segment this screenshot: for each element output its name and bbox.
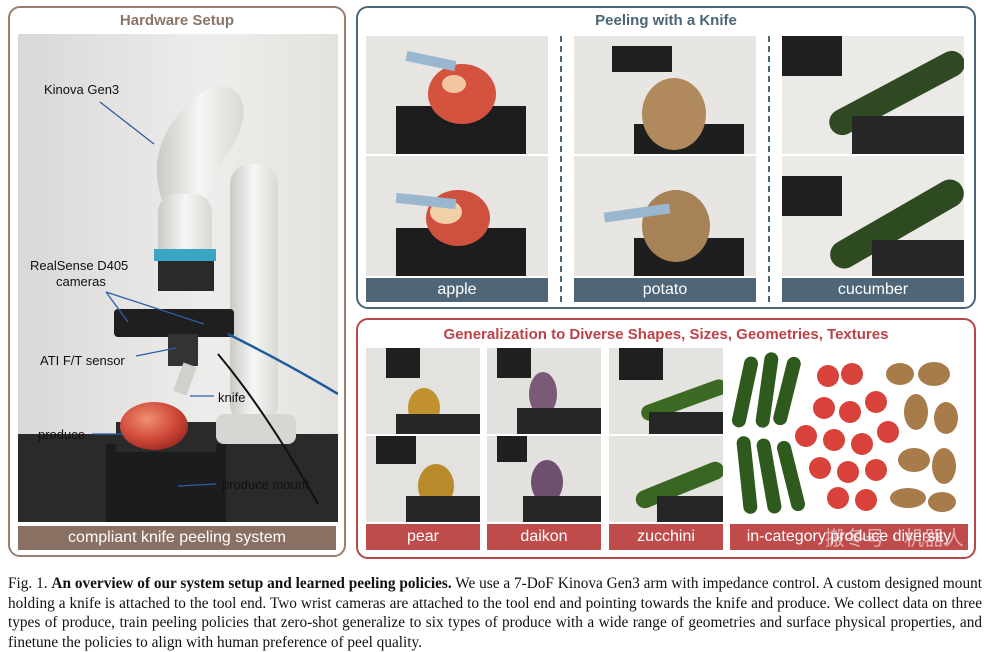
apple-frame-bottom	[366, 156, 548, 276]
potato-illustration-bottom	[574, 156, 756, 276]
label-produce: produce	[38, 427, 85, 442]
hardware-caption: compliant knife peeling system	[18, 526, 336, 550]
cucumber-illustration-bottom	[782, 156, 964, 276]
zucchini-caption: zucchini	[609, 524, 723, 550]
pear-illustration-bottom	[366, 436, 480, 522]
potato-caption: potato	[574, 278, 756, 302]
figure-caption-body: We use a 7-DoF Kinova Gen3 arm with impe…	[8, 575, 982, 651]
pear-caption: pear	[366, 524, 480, 550]
cucumber-illustration-top	[782, 36, 964, 154]
potato-frame-bottom	[574, 156, 756, 276]
produce-diversity-photo	[730, 348, 968, 522]
watermark: 搬冬号 · 机器人	[824, 526, 964, 550]
hardware-illustration	[18, 34, 338, 522]
hardware-photo	[18, 34, 338, 522]
cucumber-frame-top	[782, 36, 964, 154]
peeling-title: Peeling with a Knife	[595, 12, 737, 29]
label-cameras-line2: cameras	[56, 274, 106, 289]
cucumber-caption: cucumber	[782, 278, 964, 302]
daikon-illustration-bottom	[487, 436, 601, 522]
label-sensor: ATI F/T sensor	[40, 353, 125, 368]
cucumber-frame-bottom	[782, 156, 964, 276]
pear-illustration-top	[366, 348, 480, 434]
potato-frame-top	[574, 36, 756, 154]
apple-caption: apple	[366, 278, 548, 302]
figure-caption-prefix: Fig. 1.	[8, 575, 48, 592]
potato-illustration-top	[574, 36, 756, 154]
zucchini-illustration-bottom	[609, 436, 723, 522]
apple-illustration-bottom	[366, 156, 548, 276]
label-arm: Kinova Gen3	[44, 82, 120, 97]
label-mount: produce mount	[222, 477, 309, 492]
daikon-illustration-top	[487, 348, 601, 434]
label-knife: knife	[218, 390, 246, 405]
apple-frame-top	[366, 36, 548, 154]
generalization-title: Generalization to Diverse Shapes, Sizes,…	[443, 326, 889, 343]
peeling-separator-2	[768, 36, 770, 302]
produce-diversity-caption: in-category produce diversity	[730, 524, 968, 550]
peeling-separator-1	[560, 36, 562, 302]
daikon-frame-top	[487, 348, 601, 434]
hardware-setup-title: Hardware Setup	[119, 12, 235, 29]
daikon-frame-bottom	[487, 436, 601, 522]
figure-caption-bold: An overview of our system setup and lear…	[51, 575, 452, 592]
daikon-caption: daikon	[487, 524, 601, 550]
zucchini-frame-top	[609, 348, 723, 434]
pear-frame-top	[366, 348, 480, 434]
produce-diversity-illustration	[730, 348, 968, 522]
zucchini-illustration-top	[609, 348, 723, 434]
label-cameras-line1: RealSense D405	[30, 258, 129, 273]
pear-frame-bottom	[366, 436, 480, 522]
apple-illustration-top	[366, 36, 548, 154]
zucchini-frame-bottom	[609, 436, 723, 522]
figure-caption: Fig. 1. An overview of our system setup …	[8, 574, 982, 652]
